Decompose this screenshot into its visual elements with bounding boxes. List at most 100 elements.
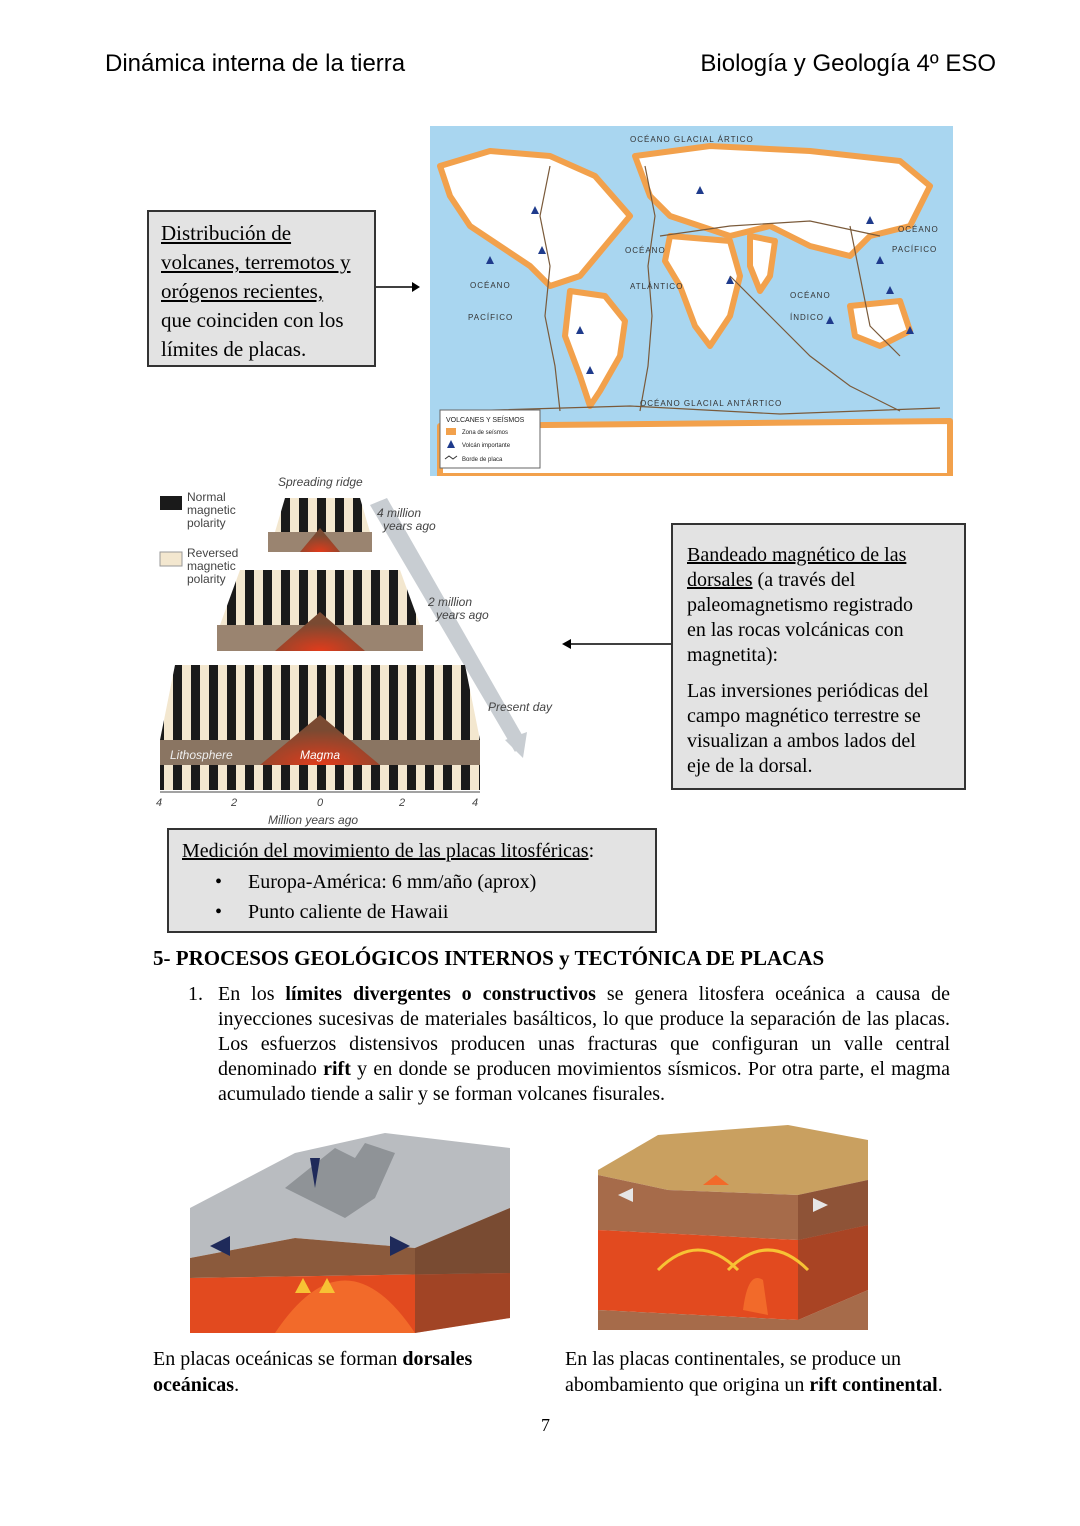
axis-tick: 2 <box>398 797 405 809</box>
time-label-2: years ago <box>435 608 489 622</box>
paragraph-text: y en donde se producen movimientos sísmi… <box>218 1058 950 1105</box>
axis-tick: 2 <box>230 797 237 809</box>
caption-text: abombamiento que origina un <box>565 1374 810 1396</box>
ocean-label: ATLÁNTICO <box>630 282 683 291</box>
ocean-label: OCÉANO <box>625 246 666 255</box>
block-2-million <box>217 570 423 651</box>
legend-reversed-line: Reversed <box>187 546 238 560</box>
plate-border-icon <box>444 455 458 460</box>
arrow-right-icon <box>390 1236 410 1256</box>
volcano-icon <box>447 440 455 448</box>
time-label-2: 2 million <box>427 595 472 609</box>
list-item: •Punto caliente de Hawaii <box>215 901 449 923</box>
normal-polarity-swatch <box>160 496 182 510</box>
paragraph-bold: rift <box>323 1058 351 1080</box>
caption-text: . <box>234 1374 240 1396</box>
map-box-line: que coinciden con los <box>161 308 344 332</box>
list-number: 1. <box>188 983 203 1005</box>
magnetic-box-line: paleomagnetismo registrado <box>687 594 914 616</box>
measurement-title: Medición del movimiento de las placas li… <box>182 840 589 862</box>
map-box-line: volcanes, terremotos y <box>161 250 351 274</box>
magnetic-box-line: (a través del <box>752 569 856 591</box>
caption-bold: dorsales <box>402 1348 473 1370</box>
map-legend-item: Volcán importante <box>462 443 511 449</box>
caption-text: En placas oceánicas se forman <box>153 1348 403 1370</box>
block-4-million <box>268 498 372 552</box>
arrow-down-icon <box>310 1158 320 1188</box>
list-item-text: Europa-América: 6 mm/año (aprox) <box>248 871 537 893</box>
map-legend-title: VOLCANES Y SEÍSMOS <box>446 415 525 424</box>
time-label-4: 4 million <box>377 506 421 520</box>
arrow-left-icon <box>618 1188 633 1202</box>
ocean-label: PACÍFICO <box>468 313 513 322</box>
map-description-box: Distribución de volcanes, terremotos y o… <box>147 210 376 367</box>
paragraph-text: se genera litosfera oceánica a causa de … <box>218 983 951 1080</box>
time-arrow <box>370 498 525 752</box>
arrow-up-icon <box>319 1278 335 1293</box>
magnetic-box-line: Las inversiones periódicas del <box>687 680 929 702</box>
reversed-polarity-swatch <box>159 551 183 567</box>
convection-arrow <box>656 1248 740 1272</box>
ocean-label: OCÉANO GLACIAL ÁRTICO <box>630 135 754 144</box>
map-box-line: límites de placas. <box>161 337 307 361</box>
map-legend-item: Borde de placa <box>462 457 503 463</box>
ocean-labels: OCÉANO GLACIAL ÁRTICO OCÉANO PACÍFICO OC… <box>468 135 939 408</box>
continental-rift-illustration <box>598 1125 868 1330</box>
arrow-right-icon <box>376 282 420 292</box>
caption-continental: En las placas continentales, se produce … <box>565 1346 995 1398</box>
oceanic-ridge-illustration <box>190 1133 510 1333</box>
list-item-text: Punto caliente de Hawaii <box>248 901 449 923</box>
legend-normal-line: Normal <box>187 490 226 504</box>
axis-tick: 0 <box>317 797 324 809</box>
lithosphere-label: Lithosphere <box>170 748 233 762</box>
ocean-label: OCÉANO <box>790 291 831 300</box>
legend-normal-line: polarity <box>187 516 226 530</box>
time-arrow-head <box>505 732 527 758</box>
magnetic-box-line: Bandeado magnético de las <box>687 544 907 566</box>
time-label-4: years ago <box>382 519 436 533</box>
list-item: •Europa-América: 6 mm/año (aprox) <box>215 871 537 893</box>
ocean-label: OCÉANO <box>470 281 511 290</box>
map-legend-item: Zona de seísmos <box>462 430 508 436</box>
header-title-left: Dinámica interna de la tierra <box>105 50 406 77</box>
magnetic-box-line: magnetita): <box>687 644 779 666</box>
magnetic-box-line: campo magnético terrestre se <box>687 705 921 727</box>
map-continents <box>437 143 953 476</box>
magma-label: Magma <box>300 748 340 762</box>
arrow-left-icon <box>562 639 674 649</box>
paragraph-text: En los <box>218 983 286 1005</box>
legend-normal-line: magnetic <box>187 503 236 517</box>
arrow-right-icon <box>813 1198 828 1212</box>
magnetic-box-line: eje de la dorsal. <box>687 755 813 777</box>
volcano-markers <box>486 186 914 374</box>
seismic-zone-swatch <box>446 428 456 435</box>
ocean-label: PACÍFICO <box>892 245 937 254</box>
paragraph-bold: límites divergentes o constructivos <box>285 983 596 1005</box>
legend-reversed-line: magnetic <box>187 559 236 573</box>
map-legend: VOLCANES Y SEÍSMOS Zona de seísmos Volcá… <box>439 409 541 469</box>
arrow-left-icon <box>210 1236 230 1256</box>
magnetic-banding-figure: Normal magnetic polarity Reversed magnet… <box>156 475 553 827</box>
measurement-title-colon: : <box>588 840 595 862</box>
axis-label: Million years ago <box>268 813 358 827</box>
map-box-line: orógenos recientes, <box>161 279 324 303</box>
ocean-label: ÍNDICO <box>790 313 824 322</box>
magnetic-box-line: en las rocas volcánicas con <box>687 619 904 641</box>
caption-text: . <box>937 1374 943 1396</box>
plate-boundaries <box>459 165 941 415</box>
section-paragraph: En los límites divergentes o constructiv… <box>218 982 950 1107</box>
axis-tick: 4 <box>156 797 162 809</box>
ocean-label: OCÉANO <box>898 225 939 234</box>
convection-arrow <box>726 1248 810 1272</box>
block-present <box>160 665 480 790</box>
ocean-label: OCÉANO GLACIAL ANTÁRTICO <box>640 399 782 408</box>
axis-tick: 4 <box>472 797 478 809</box>
legend-reversed-line: polarity <box>187 572 226 586</box>
magnetic-banding-box: Bandeado magnético de las dorsales (a tr… <box>671 523 966 790</box>
magnetic-box-line: visualizan a ambos lados del <box>687 730 916 752</box>
map-box-line: Distribución de <box>161 221 292 245</box>
measurement-list: •Europa-América: 6 mm/año (aprox) •Punto… <box>182 867 655 927</box>
page-number: 7 <box>541 1415 550 1435</box>
arrow-up-icon <box>295 1278 311 1293</box>
